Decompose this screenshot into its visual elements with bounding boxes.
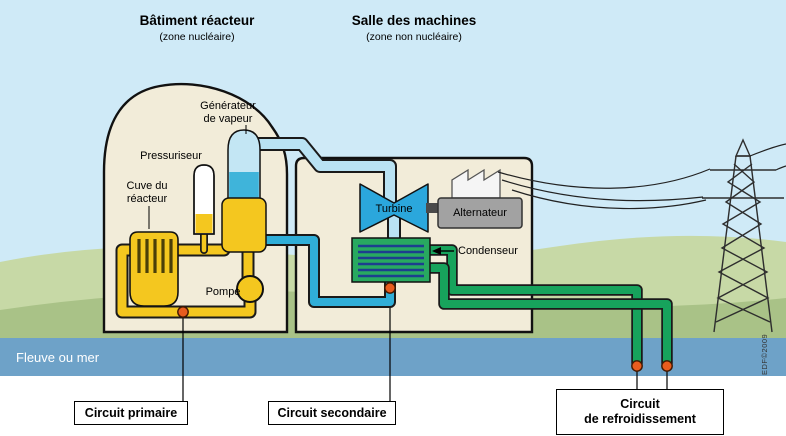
reactor-vessel-shape — [129, 231, 179, 307]
credit-label: EDF©2009 — [760, 333, 769, 375]
reactor-vessel-label-line2: réacteur — [126, 193, 168, 205]
machine-hall-title: Salle des machines — [351, 13, 477, 28]
water-label: Fleuve ou mer — [16, 350, 100, 365]
alternator-label: Alternateur — [453, 207, 507, 219]
alternator-shape — [437, 197, 523, 229]
power-pylon-icon — [702, 138, 784, 333]
primary-circuit-dot — [177, 306, 189, 318]
reactor-vessel-label: Cuve du réacteur — [127, 180, 168, 206]
cooling-circuit-label: Circuit de refroidissement — [556, 389, 724, 435]
cooling-circuit-label-line2: de refroidissement — [584, 412, 696, 426]
steam-generator-shape — [221, 129, 267, 253]
condenser-label: Condenseur — [458, 245, 518, 257]
river-band — [0, 338, 786, 376]
condenser-shape — [351, 237, 431, 283]
reactor-vessel-label-line1: Cuve du — [126, 180, 168, 192]
turbine-shaft — [426, 203, 440, 213]
primary-circuit-label: Circuit primaire — [74, 401, 188, 425]
fuel-rods — [137, 239, 173, 273]
reactor-building-title: Bâtiment réacteur — [139, 13, 255, 28]
turbine-label: Turbine — [375, 203, 413, 215]
pressurizer-label: Pressuriseur — [140, 150, 202, 162]
secondary-circuit-pipe — [239, 137, 401, 308]
turbine-shape — [359, 183, 429, 233]
condenser-arrow-icon — [432, 247, 454, 255]
pump-shape — [236, 275, 264, 303]
pressurizer-shape — [193, 164, 215, 235]
cooling-circuit-label-line1: Circuit — [620, 397, 660, 411]
reactor-building-subtitle: (zone nucléaire) — [159, 31, 235, 43]
secondary-circuit-dot — [384, 282, 396, 294]
machine-hall-subtitle: (zone non nucléaire) — [366, 31, 462, 43]
power-lines — [497, 143, 786, 210]
factory-roof-icon — [451, 168, 501, 199]
steam-generator-label-line2: de vapeur — [203, 113, 253, 125]
cooling-circuit-dot-right — [661, 360, 673, 372]
circuit-marker-dots — [177, 282, 673, 372]
label-pointer-lines — [148, 125, 247, 229]
steam-generator-label-line1: Générateur — [200, 100, 256, 112]
cooling-circuit-pipe — [422, 244, 673, 369]
secondary-circuit-label: Circuit secondaire — [268, 401, 396, 425]
steam-generator-label: Générateur de vapeur — [200, 100, 256, 126]
cooling-circuit-dot-left — [631, 360, 643, 372]
pump-label: Pompe — [205, 286, 241, 298]
